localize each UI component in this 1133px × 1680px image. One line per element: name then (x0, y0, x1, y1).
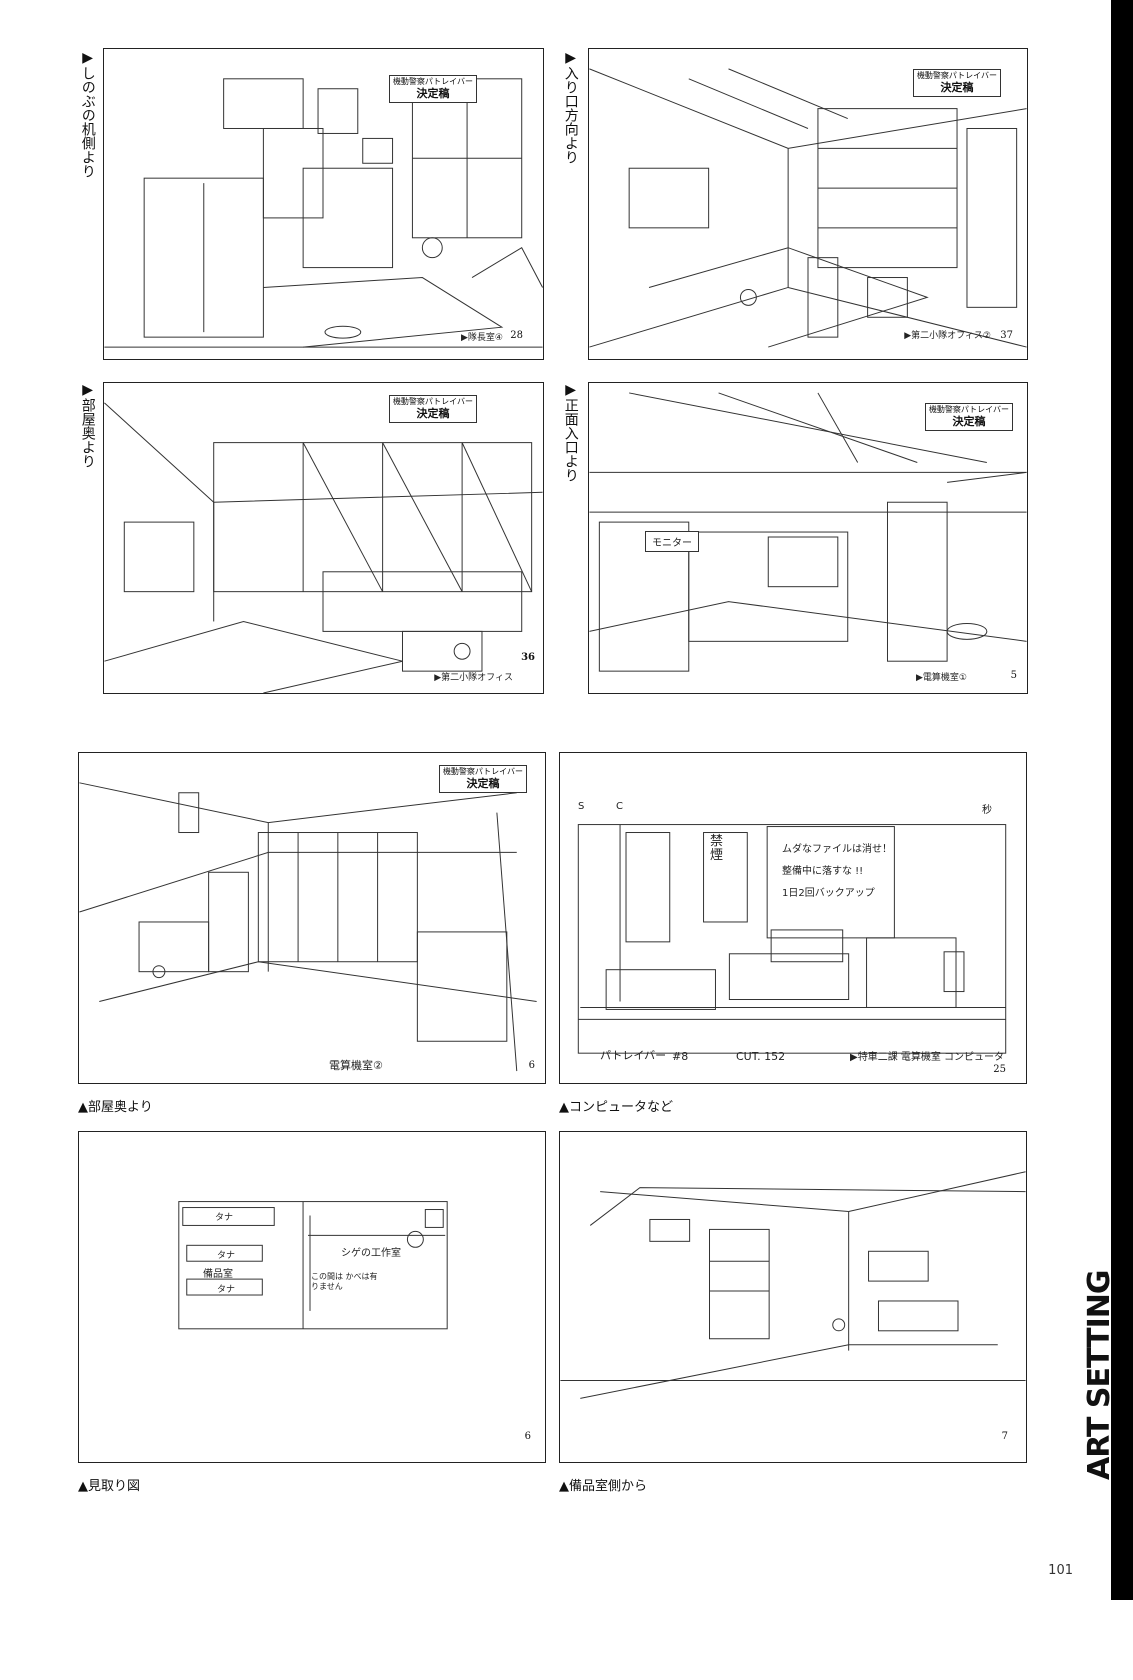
panel-5-stamp-label: 決定稿 (466, 777, 500, 790)
panel-2-cut-label: ▶第二小隊オフィス② (904, 331, 991, 341)
panel-7-floorplan (178, 1201, 448, 1330)
panel-2-caption: ▶入り口方向より (562, 50, 579, 164)
panel-6-cut-label: ▶特車二課 電算機室 コンピュータ (850, 1052, 1005, 1063)
panel-3-drawing: 機動警察パトレイバー 決定稿 ▶第二小隊オフィス 36 (103, 382, 544, 694)
panel-3-cut-label: ▶第二小隊オフィス (434, 673, 513, 683)
panel-6-header-s: S (578, 801, 585, 812)
floorplan-label-tana-3: タナ (217, 1285, 236, 1295)
panel-6-nosmoke-1: 禁 (710, 834, 724, 849)
panel-3-stamp-label: 決定稿 (416, 407, 450, 420)
panel-6-poster-line1: ムダなファイルは消せ！ (782, 844, 892, 855)
panel-1-stamp: 機動警察パトレイバー 決定稿 (388, 75, 477, 103)
panel-8-caption: ▲備品室側から (559, 1479, 647, 1494)
panel-6-poster-line2: 整備中に落すな !! (782, 866, 864, 877)
panel-4-cut-label: ▶電算機室① (916, 673, 967, 683)
panel-6-nosmoke-2: 煙 (710, 848, 724, 864)
panel-3-sketch (104, 402, 543, 693)
panel-3-caption: ▶部屋奥より (79, 382, 96, 468)
panel-4-cut-number: 5 (1010, 670, 1017, 681)
panel-4-stamp-top: 機動警察パトレイバー (928, 405, 1009, 414)
panel-1-drawing: 機動警察パトレイバー 決定稿 ▶隊長室④ 28 (103, 48, 544, 360)
panel-6-footer-cut: CUT. 152 (736, 1050, 786, 1063)
section-title: ART SETTING (1082, 1271, 1117, 1680)
panel-1-stamp-label: 決定稿 (416, 87, 450, 100)
panel-6-cut-number: 25 (993, 1064, 1006, 1075)
panel-3-stamp-top: 機動警察パトレイバー (392, 397, 473, 406)
panel-1-cut-label: ▶隊長室④ (461, 333, 503, 343)
panel-6-footer-episode: #8 (672, 1050, 689, 1063)
panel-4-monitor-sign: モニター (645, 531, 699, 552)
panel-8-drawing: 7 (559, 1131, 1027, 1463)
panel-2-sketch (589, 68, 1027, 348)
panel-6-drawing: S C 秒 禁 煙 ムダなファイルは消せ！ 整備中に落すな !! 1日2回バック… (559, 752, 1027, 1084)
panel-5-stamp: 機動警察パトレイバー 決定稿 (438, 765, 527, 793)
panel-6-caption: ▲コンピュータなど (559, 1100, 673, 1115)
panel-8-cut-number: 7 (1001, 1431, 1008, 1442)
panel-2-drawing: 機動警察パトレイバー 決定稿 ▶第二小隊オフィス② 37 (588, 48, 1028, 360)
panel-2-cut-number: 37 (1000, 330, 1013, 341)
panel-4-sketch (589, 392, 1027, 672)
panel-2-stamp-label: 決定稿 (940, 81, 974, 94)
panel-3-cut-number: 36 (521, 652, 535, 663)
panel-7-caption: ▲見取り図 (78, 1479, 140, 1494)
panel-6-nosmoke-sign: 禁 煙 (710, 834, 724, 864)
panel-6-sketch (577, 824, 1007, 1054)
page-number: 101 (1048, 1563, 1073, 1578)
floorplan-label-bihin: 備品室 (203, 1269, 233, 1280)
panel-4-caption: ▶正面入口より (562, 382, 579, 482)
panel-6-poster: ムダなファイルは消せ！ 整備中に落すな !! 1日2回バックアップ (782, 839, 892, 905)
section-title-text: ART SETTING (1082, 1270, 1117, 1481)
panel-5-caption: ▲部屋奥より (78, 1100, 153, 1115)
panel-6-footer-title: パトレイバー (600, 1049, 667, 1062)
floorplan-note: この間は かべは有りません (311, 1272, 378, 1292)
panel-5-cut-label: 電算機室② (329, 1059, 383, 1072)
panel-2-stamp: 機動警察パトレイバー 決定稿 (912, 69, 1001, 97)
panel-8-sketch (560, 1171, 1026, 1399)
floorplan-label-workshop: シゲの工作室 (341, 1248, 401, 1259)
panel-5-stamp-top: 機動警察パトレイバー (442, 767, 523, 776)
panel-4-stamp-label: 決定稿 (952, 415, 986, 428)
panel-6-poster-line3: 1日2回バックアップ (782, 888, 875, 899)
floorplan-label-tana-2: タナ (217, 1251, 236, 1261)
floorplan-label-tana-1: タナ (215, 1213, 234, 1223)
panel-5-sketch (79, 782, 537, 1072)
panel-1-caption: ▶しのぶの机側より (79, 50, 96, 178)
panel-5-drawing: 機動警察パトレイバー 決定稿 電算機室② 6 (78, 752, 546, 1084)
panel-5-cut-number: 6 (528, 1060, 535, 1071)
panel-7-drawing: タナ タナ 備品室 タナ シゲの工作室 この間は かべは有りません 6 (78, 1131, 546, 1463)
panel-2-stamp-top: 機動警察パトレイバー (916, 71, 997, 80)
panel-6-header-c: C (616, 801, 623, 812)
panel-1-stamp-top: 機動警察パトレイバー (392, 77, 473, 86)
panel-1-cut-number: 28 (510, 330, 523, 341)
panel-3-stamp: 機動警察パトレイバー 決定稿 (388, 395, 477, 423)
panel-6-header-sec: 秒 (982, 805, 992, 816)
panel-4-stamp: 機動警察パトレイバー 決定稿 (924, 403, 1013, 431)
section-sidebar-bar (1111, 0, 1133, 1600)
panel-7-cut-number: 6 (524, 1431, 531, 1442)
panel-1-sketch (104, 78, 543, 348)
panel-4-drawing: モニター 機動警察パトレイバー 決定稿 ▶電算機室① 5 (588, 382, 1028, 694)
